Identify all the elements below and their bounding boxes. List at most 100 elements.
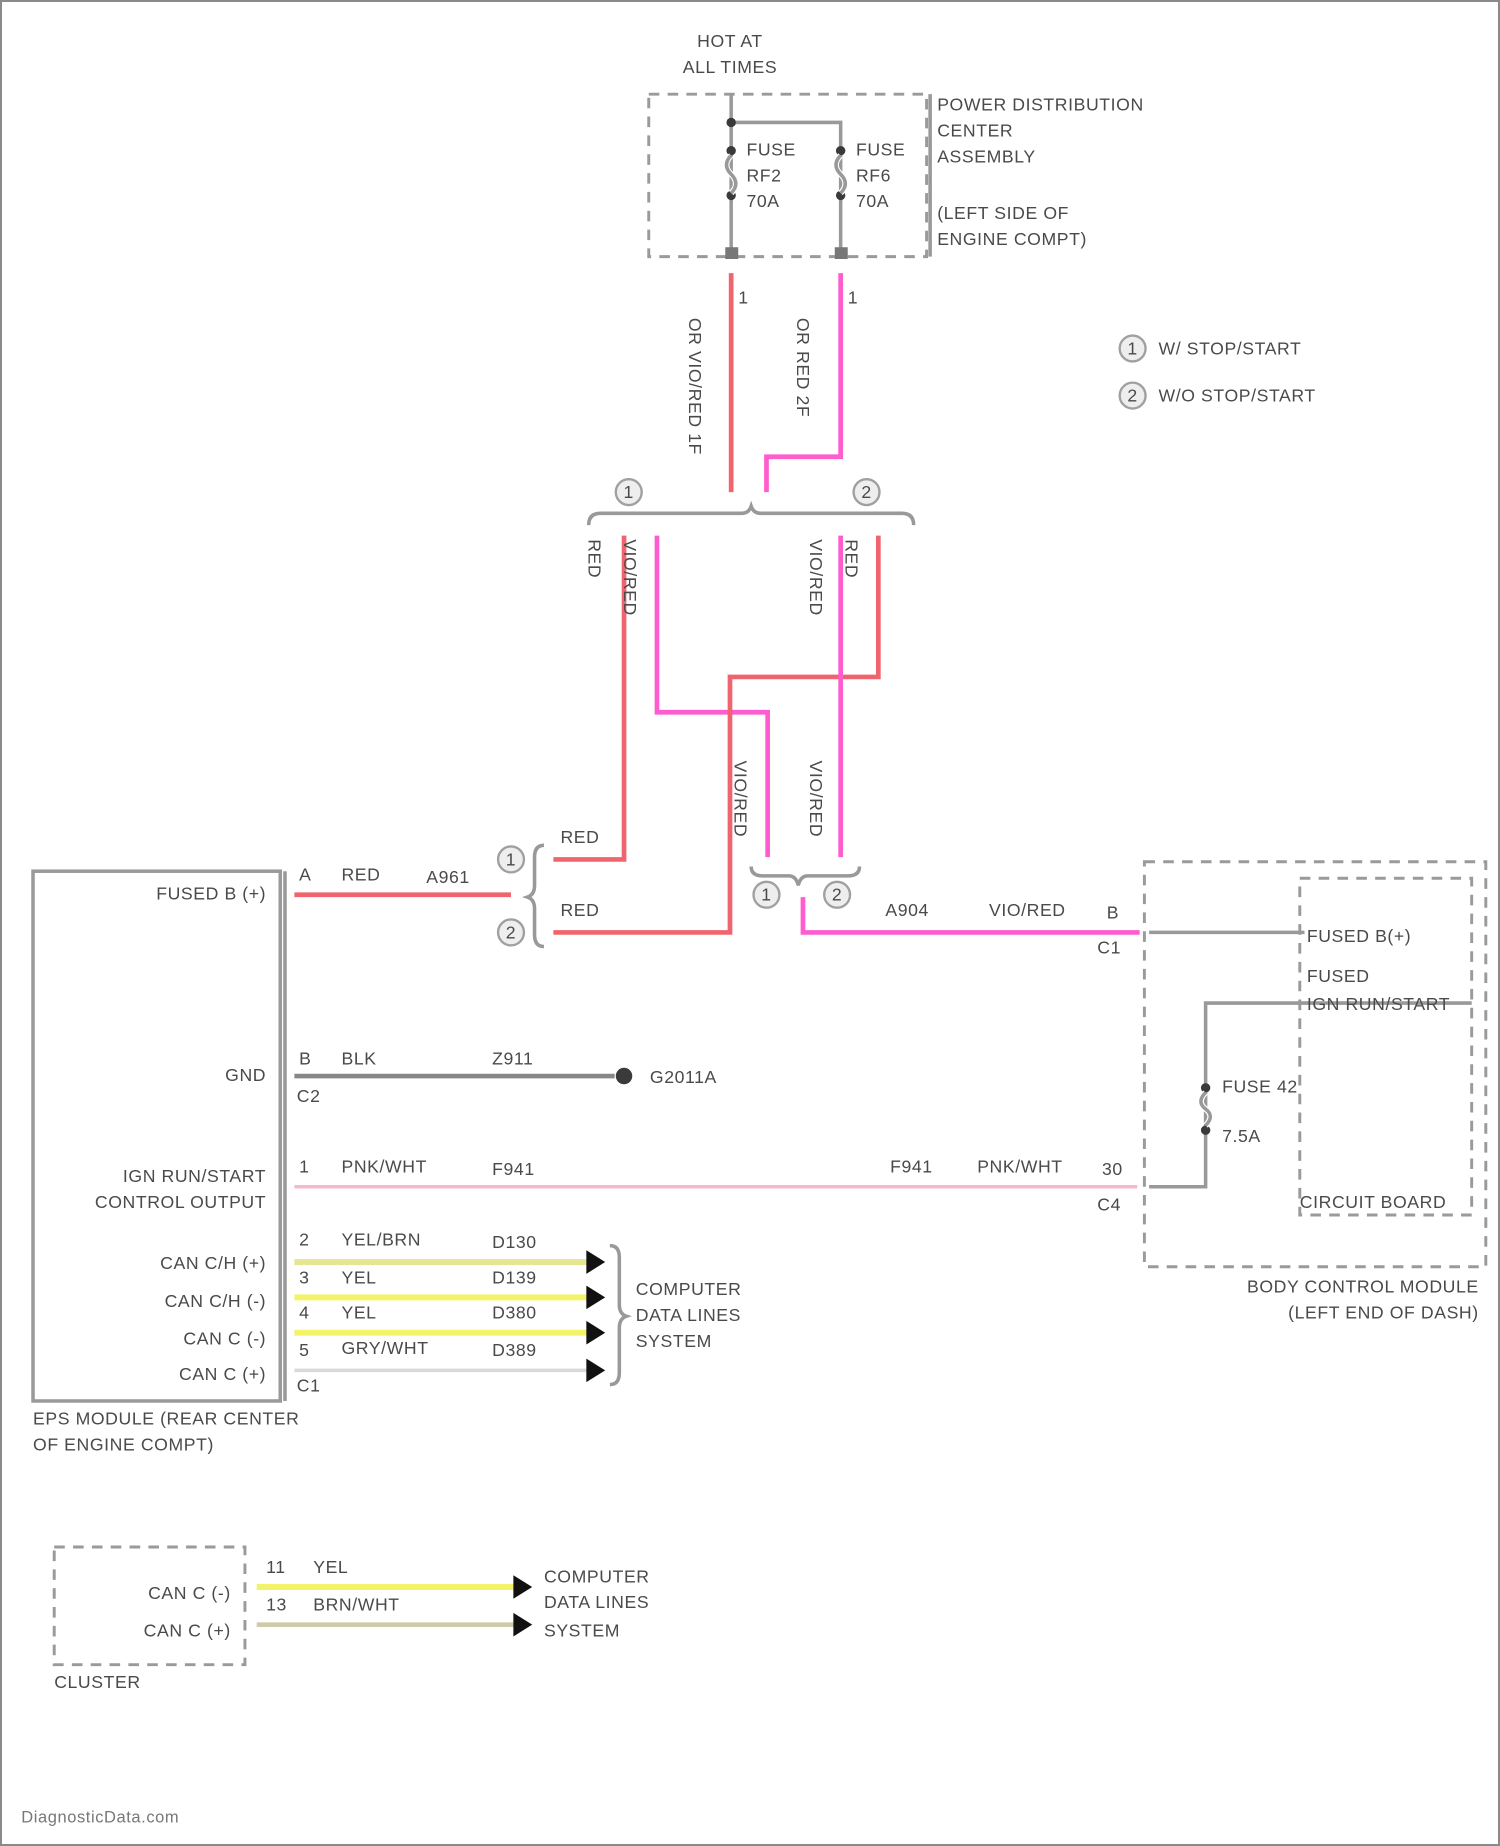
pdc-pin-2: 1	[848, 288, 858, 308]
legend-symbol-1-icon	[1118, 334, 1147, 363]
d380-color: YEL	[341, 1303, 376, 1323]
fuse-42-bot-dot	[1200, 1125, 1211, 1135]
a961-pin: A	[299, 865, 311, 885]
fuse-rf2-top-dot	[726, 145, 736, 156]
d389-pin: 5	[299, 1340, 309, 1360]
ground-label: G2011A	[650, 1067, 717, 1087]
cluster-label: CLUSTER	[54, 1672, 140, 1692]
pdc-bus	[729, 94, 843, 252]
fuse-42-top-dot	[1200, 1083, 1211, 1093]
f941-connector-bcm: C4	[1097, 1194, 1121, 1214]
splice-brace-left	[521, 843, 545, 949]
legend-symbol-2: 2	[1127, 385, 1137, 405]
splice-option-3-icon	[752, 880, 781, 909]
cluster-pin-11: 11	[266, 1557, 286, 1577]
fuse-42-label: FUSE 42	[1222, 1077, 1298, 1097]
pdc-label-3: ASSEMBLY	[937, 146, 1036, 166]
pdc-terminal-1	[725, 247, 739, 260]
cluster-data-lines-label-3: SYSTEM	[544, 1620, 620, 1640]
a961-color: RED	[341, 865, 380, 885]
mid-label-3: VIO/RED	[806, 539, 826, 616]
f941-pin: 1	[299, 1157, 309, 1177]
cluster-color-yel: YEL	[313, 1557, 348, 1577]
pdc-box	[647, 92, 929, 259]
bcm-inner-fused: FUSED	[1307, 966, 1370, 986]
splice-option-2-icon	[496, 918, 526, 947]
arrow-icon	[513, 1575, 533, 1599]
mid-label-1: RED	[585, 539, 605, 578]
bcm-ign-wire	[1149, 1001, 1472, 1189]
splice-option-4-icon	[822, 880, 852, 909]
cluster-pin-13: 13	[266, 1595, 287, 1615]
legend-label-2: W/O STOP/START	[1159, 385, 1316, 405]
option-1-icon	[614, 477, 643, 507]
splice-label-2: RED	[560, 900, 599, 920]
eps-pin-can-c-minus: CAN C (-)	[183, 1328, 266, 1348]
eps-pin-can-ch-minus: CAN C/H (-)	[165, 1291, 267, 1311]
cluster-pin-can-c-minus: CAN C (-)	[148, 1583, 231, 1603]
pdc-location: (LEFT SIDE OF	[937, 203, 1069, 223]
can-connector: C1	[297, 1376, 321, 1396]
a904-pin: B	[1107, 902, 1119, 922]
a904-circuit: A904	[885, 900, 929, 920]
a904-color: VIO/RED	[989, 900, 1066, 920]
splice-brace-right	[749, 866, 862, 886]
z911-connector: C2	[297, 1086, 321, 1106]
d389-color: GRY/WHT	[341, 1338, 428, 1358]
arrow-icon	[513, 1612, 533, 1637]
pdc-label-2: CENTER	[937, 121, 1013, 141]
f941-circuit: F941	[492, 1159, 535, 1179]
ground-icon	[615, 1067, 633, 1085]
f941-pin-bcm: 30	[1102, 1159, 1123, 1179]
bcm-board-label: CIRCUIT BOARD	[1300, 1192, 1447, 1212]
eps-pin-ign-2: CONTROL OUTPUT	[95, 1192, 266, 1212]
splice-option-1-icon	[496, 845, 526, 874]
option-brace	[586, 500, 916, 526]
fuse-rf2-label: FUSE	[746, 139, 795, 159]
legend-label-1: W/ STOP/START	[1159, 338, 1302, 358]
d139-pin: 3	[299, 1267, 309, 1287]
splice-option-3: 1	[761, 885, 771, 905]
legend-symbol-2-icon	[1118, 381, 1147, 410]
arrow-icon	[586, 1285, 606, 1310]
eps-module-label-2: OF ENGINE COMPT)	[33, 1434, 214, 1454]
mid-label-4: RED	[841, 539, 861, 578]
d380-circuit: D380	[492, 1303, 537, 1323]
f941-circuit-bcm: F941	[890, 1157, 933, 1177]
eps-pin-gnd: GND	[225, 1065, 266, 1085]
wire-viored-a	[654, 535, 771, 858]
d130-circuit: D130	[492, 1232, 537, 1252]
option-2-icon	[852, 477, 881, 507]
z911-color: BLK	[341, 1048, 376, 1068]
wire-red-b	[553, 535, 881, 935]
eps-pin-can-ch-plus: CAN C/H (+)	[160, 1253, 266, 1273]
data-lines-brace	[609, 1243, 632, 1387]
fuse-42-rating: 7.5A	[1222, 1126, 1261, 1146]
fuse-rf6-label: FUSE	[856, 139, 905, 159]
data-lines-label: COMPUTER	[636, 1279, 742, 1299]
d130-color: YEL/BRN	[341, 1230, 421, 1250]
d380-pin: 4	[299, 1303, 309, 1323]
bcm-location: (LEFT END OF DASH)	[1288, 1303, 1479, 1323]
mid-label-5: VIO/RED	[731, 761, 751, 838]
eps-pin-fused-b: FUSED B (+)	[156, 883, 266, 903]
z911-pin: B	[299, 1048, 311, 1068]
power-source-label: HOT AT	[697, 31, 763, 51]
bcm-inner-fused-b: FUSED B(+)	[1307, 926, 1411, 946]
splice-option-4: 2	[832, 885, 842, 905]
pdc-location-2: ENGINE COMPT)	[937, 229, 1087, 249]
bcm-inner-ign: IGN RUN/START	[1307, 994, 1450, 1014]
pdc-terminal-2	[834, 247, 848, 260]
cluster-data-lines-label-2: DATA LINES	[544, 1592, 649, 1612]
fuse-rf2-id: RF2	[746, 165, 781, 185]
upper-wire-label-1: OR VIO/RED 1F	[685, 318, 705, 455]
eps-module-label: EPS MODULE (REAR CENTER	[33, 1409, 299, 1429]
fuse-rf2-rating: 70A	[746, 191, 779, 211]
eps-pin-can-c-plus: CAN C (+)	[179, 1364, 266, 1384]
d139-color: YEL	[341, 1267, 376, 1287]
f941-color: PNK/WHT	[341, 1157, 426, 1177]
mid-label-6: VIO/RED	[806, 761, 826, 838]
data-lines-label-2: DATA LINES	[636, 1305, 741, 1325]
